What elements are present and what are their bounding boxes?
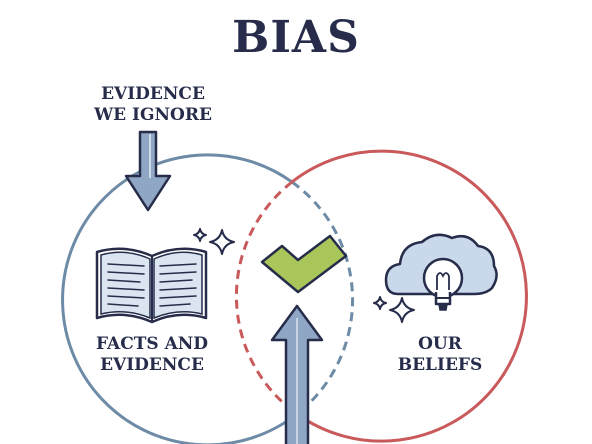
our-beliefs-line1: OUR (418, 334, 462, 354)
up-arrow-icon (270, 304, 324, 444)
our-beliefs-line2: BELIEFS (397, 355, 483, 375)
our-beliefs-label: OUR BELIEFS (370, 334, 510, 376)
down-arrow-icon (124, 130, 172, 212)
evidence-we-ignore-label: EVIDENCE WE IGNORE (78, 84, 228, 126)
facts-and-evidence-line1: FACTS AND (95, 334, 209, 354)
book-icon (95, 247, 208, 324)
checkmark-icon (260, 234, 348, 294)
sparkle-icon (193, 228, 235, 255)
evidence-we-ignore-line2: WE IGNORE (94, 105, 212, 125)
beliefs-circle (234, 149, 528, 443)
page-title: BIAS (232, 12, 360, 63)
lightbulb-cloud-icon (384, 233, 498, 311)
evidence-we-ignore-line1: EVIDENCE (101, 84, 205, 104)
facts-and-evidence-label: FACTS AND EVIDENCE (82, 334, 222, 376)
facts-and-evidence-line2: EVIDENCE (100, 355, 204, 375)
facts-circle (61, 153, 355, 444)
sparkle-icon (373, 296, 415, 323)
